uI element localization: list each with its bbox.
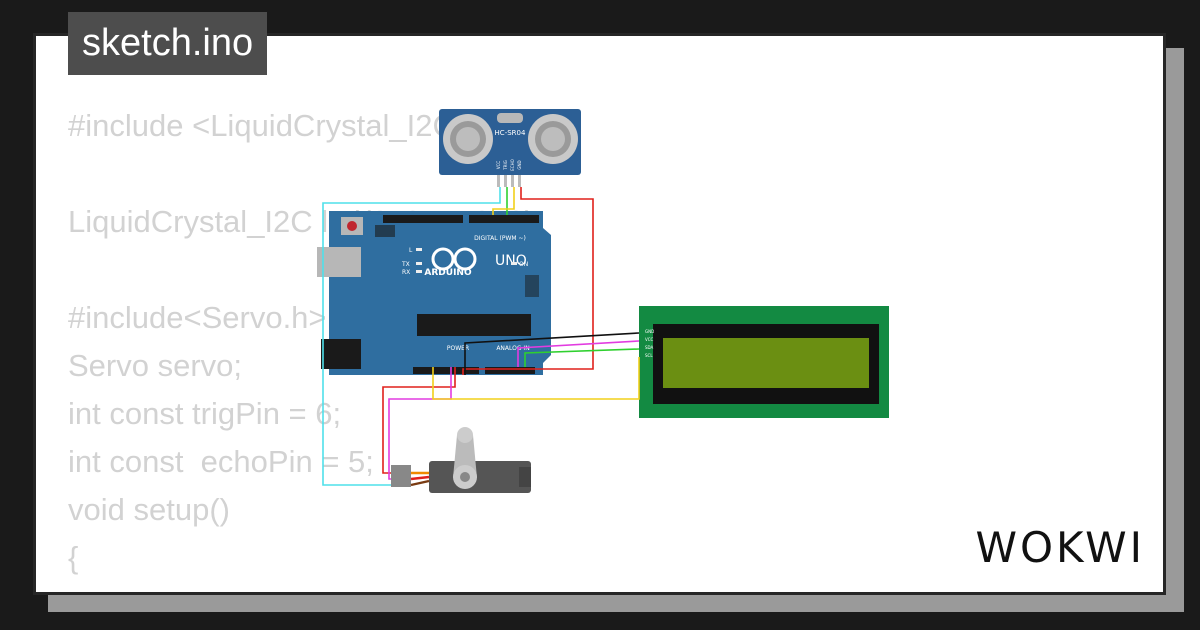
sensor-label: HC-SR04: [495, 129, 526, 137]
code-line: Servo servo;: [68, 348, 243, 383]
sensor-pin-label: VCC: [496, 161, 501, 170]
code-line: int const echoPin = 5;: [68, 444, 374, 479]
servo-motor[interactable]: [391, 427, 531, 493]
arduino-brand-label: ARDUINO: [424, 268, 472, 278]
arduino-model-label: UNO: [495, 253, 527, 269]
digital-header-label: DIGITAL (PWM ~): [474, 235, 526, 242]
code-line: {: [68, 540, 79, 575]
ultrasonic-sensor[interactable]: HC-SR04 VCC TRIG ECHO GND: [439, 109, 581, 187]
lcd-pin-label: VCC: [645, 337, 654, 342]
sensor-pin-label: GND: [517, 160, 522, 169]
code-line: #include<Servo.h>: [68, 300, 327, 335]
sensor-pin-label: TRIG: [503, 160, 508, 171]
led-rx-label: RX: [402, 269, 410, 276]
lcd-pin-label: GND: [645, 329, 654, 334]
lcd-pin-label: SCL: [645, 353, 653, 358]
power-header-label: POWER: [447, 345, 469, 352]
preview-card: #include <LiquidCrystal_I2C.h>LiquidCrys…: [33, 33, 1166, 595]
led-l-label: L: [409, 247, 413, 254]
code-line: lcd.begin(16,2);: [68, 582, 544, 592]
circuit-diagram: HC-SR04 VCC TRIG ECHO GND DIGITAL (PWM ~…: [317, 109, 889, 493]
lcd-pin-label: SDA: [645, 345, 654, 350]
led-on-label: ON: [519, 261, 528, 268]
led-tx-label: TX: [401, 261, 410, 268]
file-title: sketch.ino: [68, 12, 268, 75]
wokwi-logo: WOKWI: [975, 523, 1145, 572]
analog-header-label: ANALOG IN: [496, 345, 529, 352]
lcd-display[interactable]: GND VCC SDA SCL: [639, 306, 889, 418]
wires: [322, 187, 640, 487]
code-line: void setup(): [68, 492, 230, 527]
arduino-uno[interactable]: DIGITAL (PWM ~) ARDUINO UNO L TX RX ON P…: [317, 211, 551, 375]
sensor-pin-label: ECHO: [510, 159, 515, 170]
code-line: int const trigPin = 6;: [68, 396, 342, 431]
